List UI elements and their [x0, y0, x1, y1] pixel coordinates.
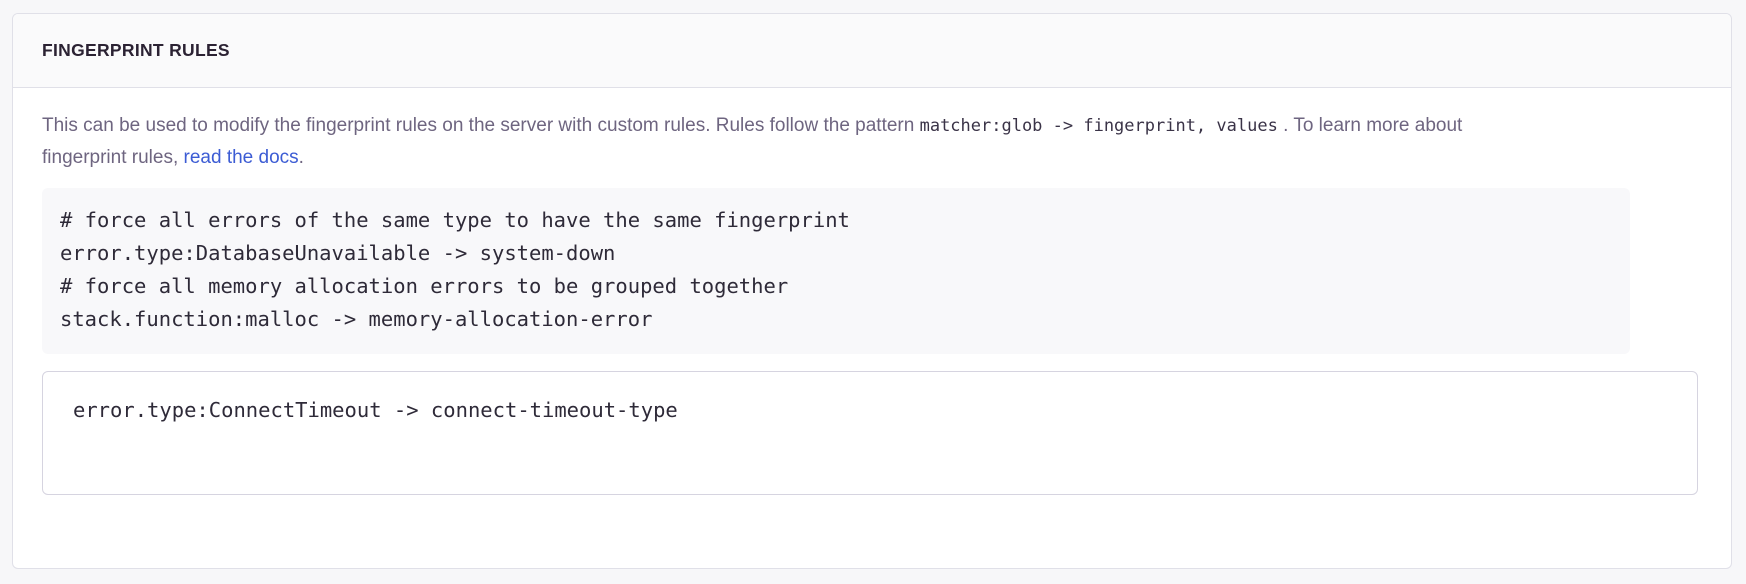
read-the-docs-link[interactable]: read the docs — [183, 147, 299, 168]
description-part-1: This can be used to modify the fingerpri… — [42, 115, 920, 136]
fingerprint-rules-panel: FINGERPRINT RULES This can be used to mo… — [12, 13, 1732, 569]
panel-body: This can be used to modify the fingerpri… — [13, 88, 1731, 495]
page-title: FINGERPRINT RULES — [42, 40, 230, 60]
inline-code-pattern: matcher:glob -> fingerprint, values — [919, 116, 1278, 136]
code-line: error.type:DatabaseUnavailable -> system… — [60, 241, 616, 265]
description-part-2: . To learn more about fingerprint rules, — [42, 115, 1463, 168]
panel-header: FINGERPRINT RULES — [13, 14, 1731, 88]
description-part-3: . — [298, 147, 304, 168]
example-code-block: # force all errors of the same type to h… — [42, 188, 1630, 354]
code-line: # force all memory allocation errors to … — [60, 274, 789, 298]
description-text: This can be used to modify the fingerpri… — [42, 110, 1522, 174]
fingerprint-rules-input[interactable] — [42, 371, 1698, 495]
code-line: # force all errors of the same type to h… — [60, 208, 850, 232]
code-line: stack.function:malloc -> memory-allocati… — [60, 307, 653, 331]
